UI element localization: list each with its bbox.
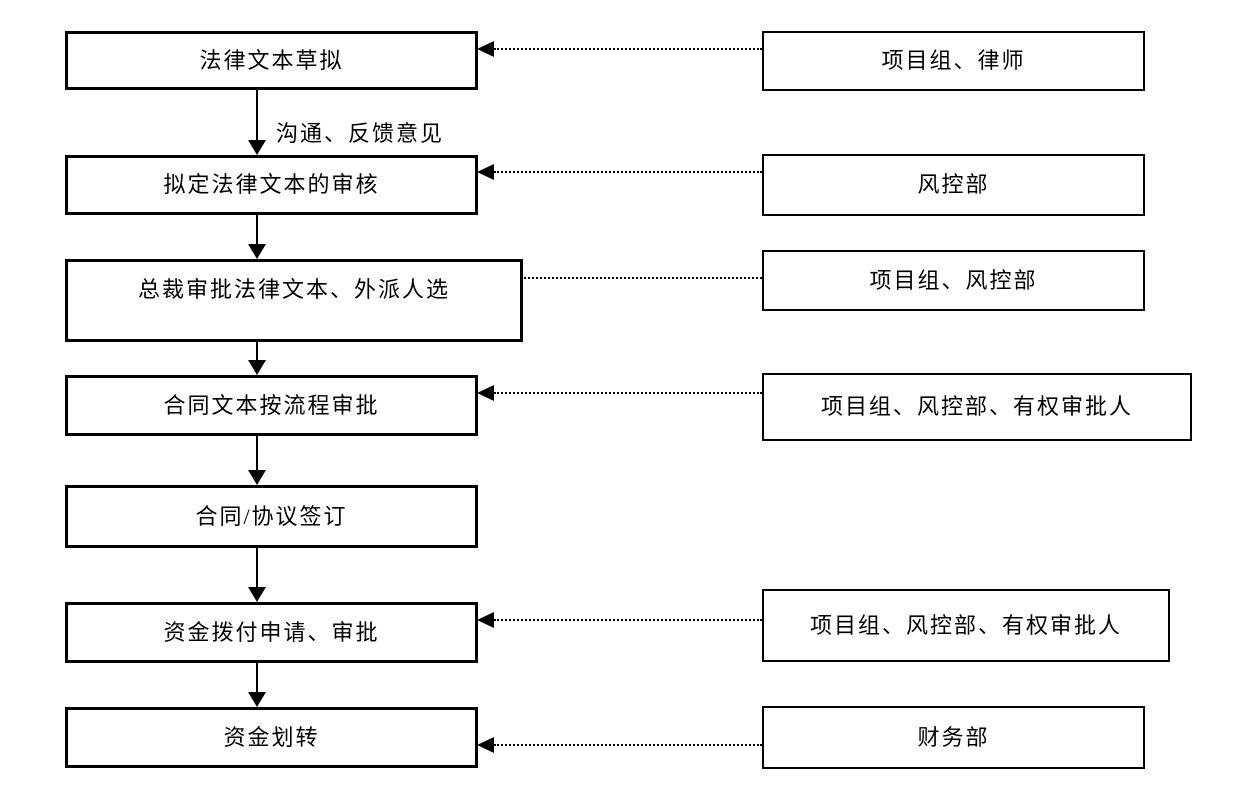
- dotted-connector-4: [494, 392, 762, 394]
- flow-line-2-3: [256, 215, 258, 244]
- flow-line-5-6: [256, 548, 258, 587]
- party-label: 项目组、律师: [881, 48, 1026, 74]
- down-arrowhead-icon: [248, 470, 266, 485]
- step-fund-transfer: 资金划转: [65, 707, 478, 768]
- step-label: 拟定法律文本的审核: [163, 172, 380, 198]
- party-label: 项目组、风控部、有权审批人: [809, 612, 1122, 638]
- down-arrowhead-icon: [248, 140, 266, 155]
- party-project-team-lawyer: 项目组、律师: [762, 31, 1145, 91]
- party-label: 风控部: [917, 172, 990, 198]
- step-legal-text-review: 拟定法律文本的审核: [65, 155, 478, 215]
- step-label: 合同/协议签订: [195, 503, 348, 529]
- left-arrowhead-icon: [477, 164, 494, 180]
- flow-line-3-4: [256, 342, 258, 360]
- flow-line-1-2: [256, 90, 258, 140]
- party-project-team-risk-control: 项目组、风控部: [762, 250, 1145, 311]
- step-president-approval: 总裁审批法律文本、外派人选: [65, 259, 523, 342]
- dotted-connector-7: [494, 744, 762, 746]
- left-arrowhead-icon: [477, 737, 494, 753]
- flow-line-6-7: [256, 663, 258, 692]
- step-label: 总裁审批法律文本、外派人选: [137, 276, 450, 302]
- left-arrowhead-icon: [477, 612, 494, 628]
- down-arrowhead-icon: [248, 587, 266, 602]
- party-project-risk-approver-contract: 项目组、风控部、有权审批人: [762, 373, 1192, 441]
- step-label: 资金拨付申请、审批: [163, 619, 380, 645]
- left-arrowhead-icon: [477, 385, 494, 401]
- flow-annotation-label: 沟通、反馈意见: [276, 121, 445, 146]
- step-fund-disbursement-approval: 资金拨付申请、审批: [65, 602, 478, 663]
- party-label: 财务部: [917, 724, 990, 750]
- party-risk-control-dept: 风控部: [762, 154, 1145, 216]
- party-finance-dept: 财务部: [762, 706, 1145, 769]
- down-arrowhead-icon: [248, 692, 266, 707]
- dotted-connector-2: [494, 171, 762, 173]
- dotted-connector-6: [494, 619, 762, 621]
- flow-line-4-5: [256, 436, 258, 470]
- party-project-risk-approver-funds: 项目组、风控部、有权审批人: [762, 589, 1170, 662]
- step-label: 法律文本草拟: [199, 47, 344, 73]
- left-arrowhead-icon: [477, 41, 494, 57]
- step-legal-text-drafting: 法律文本草拟: [65, 31, 478, 90]
- step-label: 资金划转: [223, 724, 320, 750]
- step-label: 合同文本按流程审批: [163, 392, 380, 418]
- dotted-connector-3: [524, 277, 762, 279]
- step-contract-approval-process: 合同文本按流程审批: [65, 375, 478, 436]
- step-contract-signing: 合同/协议签订: [65, 485, 478, 548]
- party-label: 项目组、风控部: [869, 267, 1038, 293]
- dotted-connector-1: [494, 48, 762, 50]
- down-arrowhead-icon: [248, 244, 266, 259]
- party-label: 项目组、风控部、有权审批人: [820, 394, 1133, 420]
- down-arrowhead-icon: [248, 360, 266, 375]
